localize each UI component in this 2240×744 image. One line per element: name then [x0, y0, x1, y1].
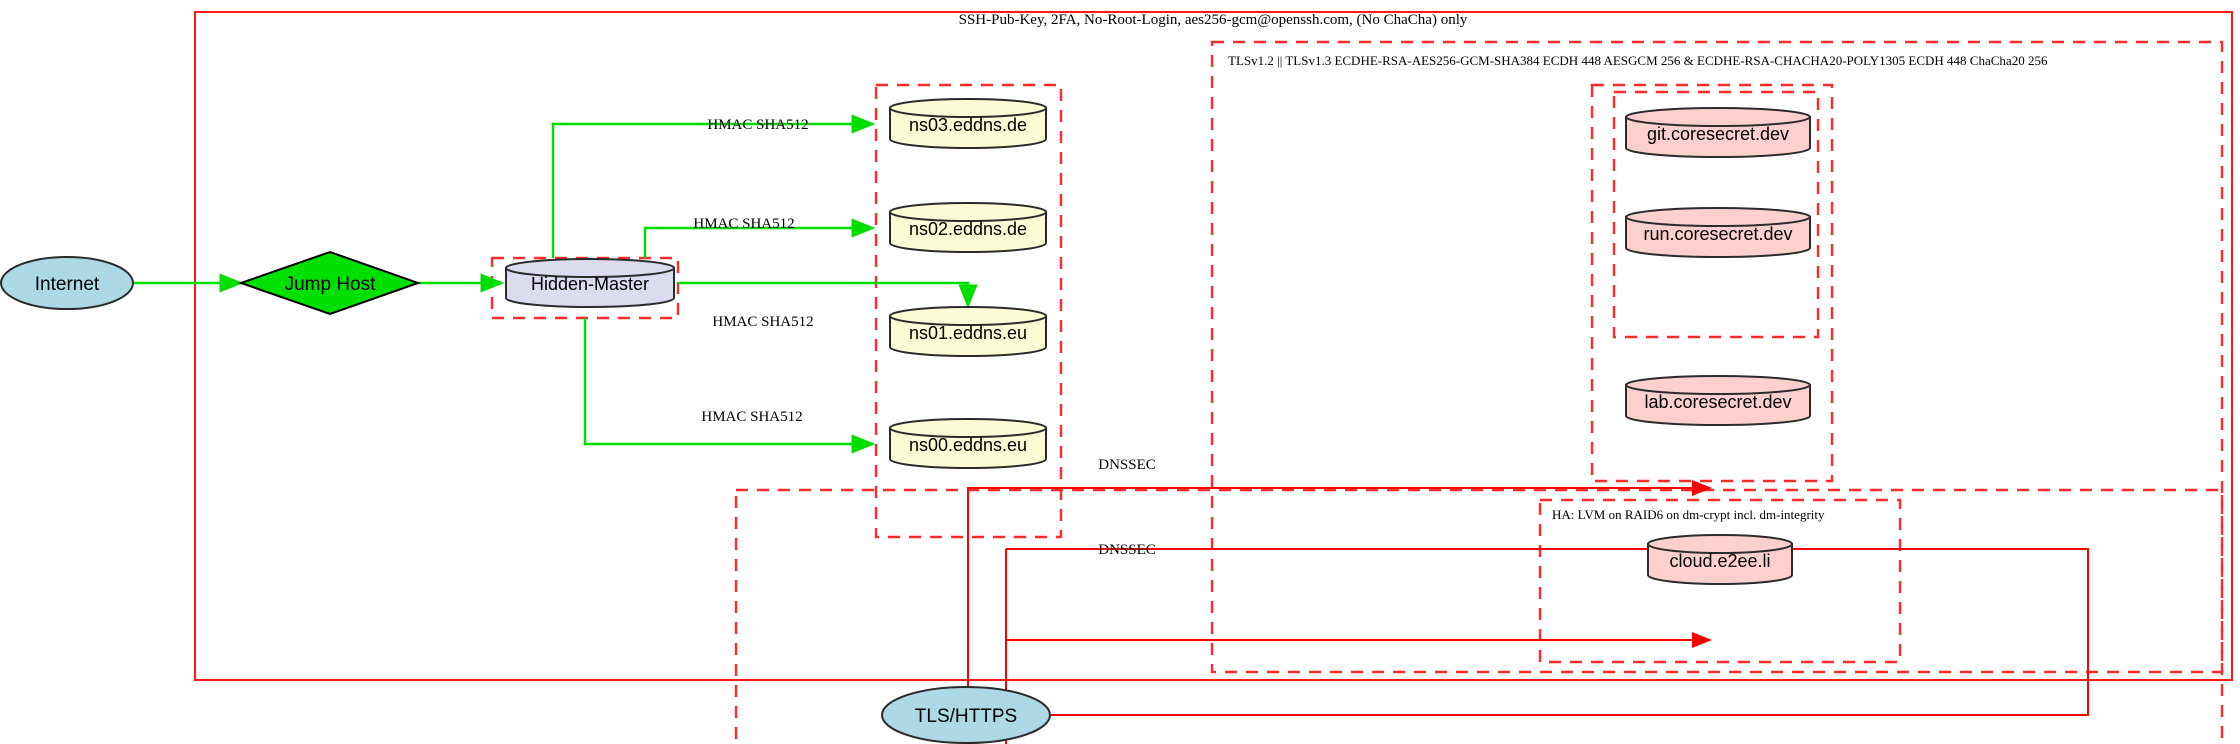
tls-boundary-box [1210, 40, 2224, 674]
node-run-coresecret-label: run.coresecret.dev [1643, 224, 1792, 244]
tls-boundary-label: TLSv1.2 || TLSv1.3 ECDHE-RSA-AES256-GCM-… [1228, 53, 2048, 68]
node-jump-host-label: Jump Host [285, 274, 377, 295]
node-lab-coresecret[interactable]: lab.coresecret.dev [1625, 375, 1811, 426]
node-hidden-master-label: Hidden-Master [531, 274, 649, 294]
node-internet[interactable]: Internet [0, 256, 134, 310]
coresecret-inner-box [1612, 90, 1820, 339]
node-tls-https-label: TLS/HTTPS [915, 706, 1017, 727]
edge-label-hmac-3: HMAC SHA512 [712, 314, 813, 330]
node-cloud-e2ee[interactable]: cloud.e2ee.li [1647, 534, 1793, 585]
edge-label-hmac-2: HMAC SHA512 [693, 216, 794, 232]
node-ns02-label: ns02.eddns.de [909, 219, 1027, 239]
node-cloud-e2ee-label: cloud.e2ee.li [1669, 551, 1770, 571]
node-ns03[interactable]: ns03.eddns.de [889, 98, 1047, 149]
link-master-ns02 [643, 218, 876, 258]
node-ns01-label: ns01.eddns.eu [909, 323, 1027, 343]
ha-cluster-box [1538, 498, 1902, 664]
link-master-ns00 [583, 318, 876, 454]
dns-cluster-box [874, 83, 1063, 539]
node-ns01[interactable]: ns01.eddns.eu [889, 306, 1047, 357]
node-ns02[interactable]: ns02.eddns.de [889, 202, 1047, 253]
ssh-boundary-box [194, 11, 2233, 681]
node-git-coresecret[interactable]: git.coresecret.dev [1625, 107, 1811, 158]
node-ns00-label: ns00.eddns.eu [909, 435, 1027, 455]
link-dnssec-lower [1005, 632, 1712, 744]
node-internet-label: Internet [35, 274, 100, 295]
node-ns00[interactable]: ns00.eddns.eu [889, 418, 1047, 469]
dnssec-routing-box [734, 488, 2224, 744]
link-dnssec-upper [967, 480, 1712, 744]
edge-label-dnssec-1: DNSSEC [1098, 457, 1156, 473]
coresecret-cluster-box [1590, 83, 1834, 483]
node-run-coresecret[interactable]: run.coresecret.dev [1625, 207, 1811, 258]
edge-label-hmac-1: HMAC SHA512 [707, 117, 808, 133]
link-master-ns03 [551, 114, 876, 258]
link-ha-return [1006, 548, 2089, 716]
edge-label-hmac-4: HMAC SHA512 [701, 409, 802, 425]
ha-cluster-label: HA: LVM on RAID6 on dm-crypt incl. dm-in… [1552, 507, 1825, 522]
node-git-coresecret-label: git.coresecret.dev [1647, 124, 1789, 144]
link-master-ns01 [678, 281, 978, 309]
node-ns03-label: ns03.eddns.de [909, 115, 1027, 135]
ssh-boundary-label: SSH-Pub-Key, 2FA, No-Root-Login, aes256-… [959, 12, 1468, 28]
node-hidden-master[interactable]: Hidden-Master [505, 258, 675, 308]
node-tls-https[interactable]: TLS/HTTPS [881, 686, 1051, 744]
edge-label-dnssec-2: DNSSEC [1098, 542, 1156, 558]
node-lab-coresecret-label: lab.coresecret.dev [1644, 392, 1791, 412]
node-jump-host[interactable]: Jump Host [237, 250, 422, 316]
